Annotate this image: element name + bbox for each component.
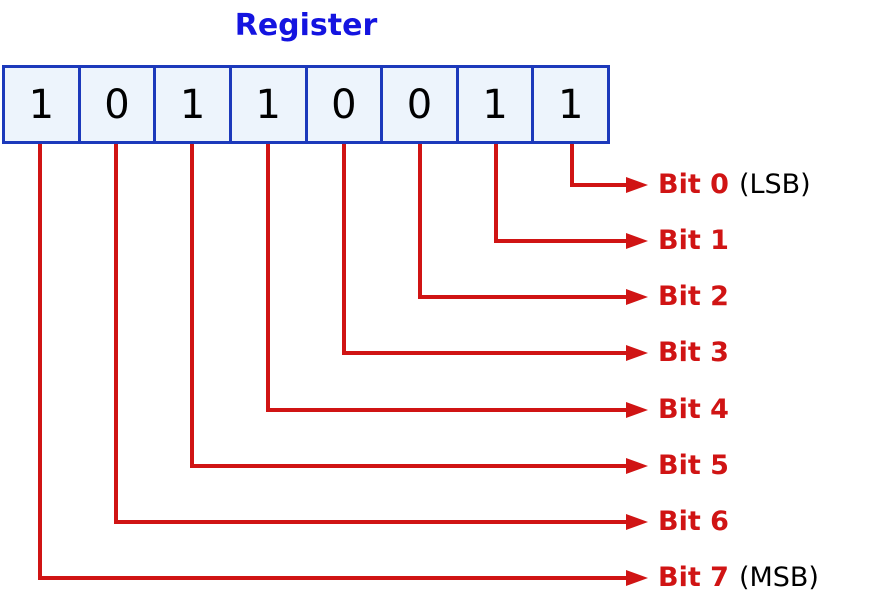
bit-label: Bit 1 [658, 225, 729, 256]
bit-label: Bit 0 [658, 169, 729, 200]
register-cell: 0 [304, 68, 381, 141]
bit-value: 0 [406, 81, 433, 128]
bit-label: Bit 6 [658, 506, 729, 537]
bit-value: 0 [331, 81, 357, 128]
bit-label: Bit 2 [658, 281, 729, 312]
diagram-title: Register [234, 8, 378, 43]
bit-annotation: Bit 3 [658, 336, 729, 370]
bit-annotation: Bit 6 [658, 505, 729, 539]
bit-value: 1 [179, 81, 206, 128]
register-cell: 1 [455, 68, 532, 141]
bit-annotation: Bit 5 [658, 449, 729, 483]
register-box: 1 0 1 1 0 0 1 1 [2, 65, 610, 144]
register-cell: 1 [5, 68, 78, 141]
register-cell: 1 [153, 68, 229, 141]
bit-suffix: (MSB) [738, 562, 819, 593]
register-cell: 0 [77, 68, 154, 141]
bit-annotation: Bit 4 [658, 393, 729, 427]
bit-value: 1 [557, 81, 584, 128]
bit-value: 0 [104, 81, 130, 128]
register-cell: 0 [380, 68, 456, 141]
bit-annotation: Bit 0 (LSB) [658, 168, 811, 202]
bit-annotation: Bit 1 [658, 224, 729, 258]
bit-value: 1 [482, 81, 508, 128]
bit-label: Bit 3 [658, 337, 729, 368]
bit-value: 1 [255, 81, 281, 128]
bit-suffix: (LSB) [738, 169, 811, 200]
register-cell: 1 [228, 68, 305, 141]
bit-annotation: Bit 2 [658, 280, 729, 314]
bit-annotation: Bit 7 (MSB) [658, 561, 819, 595]
bit-label: Bit 4 [658, 394, 729, 425]
bit-label: Bit 7 [658, 562, 729, 593]
bit-value: 1 [28, 81, 55, 128]
register-cell: 1 [531, 68, 607, 141]
bit-label: Bit 5 [658, 450, 729, 481]
